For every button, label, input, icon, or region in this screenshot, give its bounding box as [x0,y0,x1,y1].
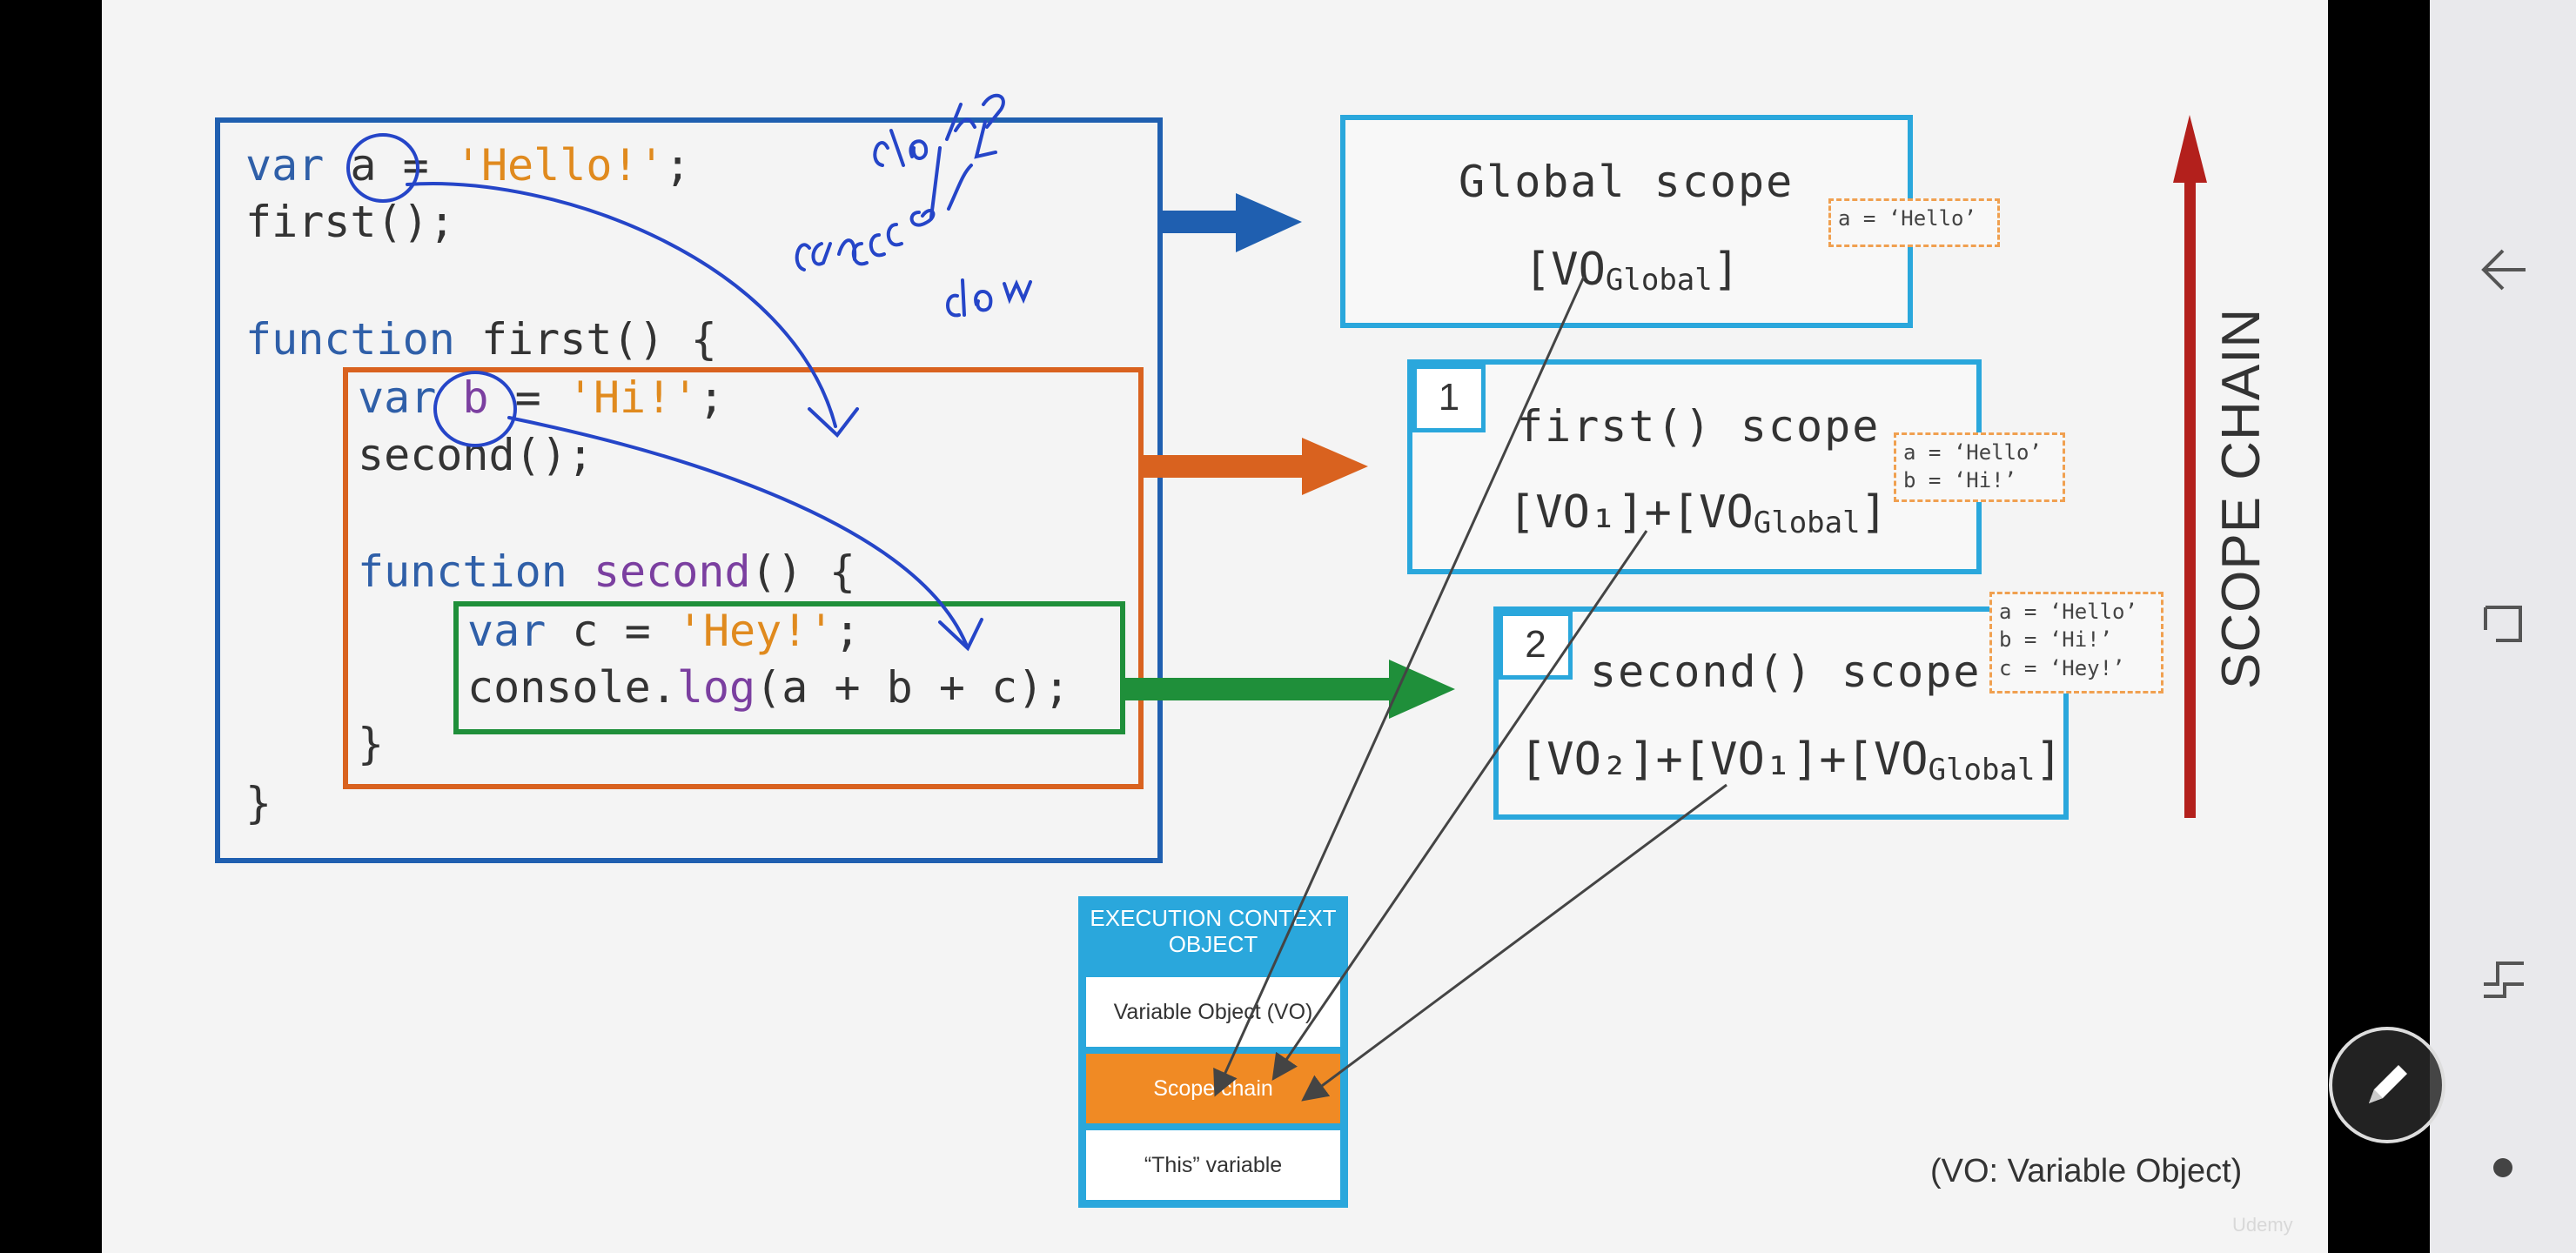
first-scope-arrow [1142,438,1368,495]
code-token: console. [467,662,677,713]
code-token: ; [834,606,861,656]
dot-icon[interactable] [2472,1136,2534,1199]
code-token: first(); [245,197,455,247]
scope-number-badge: 1 [1412,365,1486,432]
code-token: first() { [480,314,717,365]
pencil-icon[interactable] [2329,1027,2445,1143]
code-token: ; [698,372,725,423]
code-token: function [245,314,481,365]
code-line: var c = 'Hey!'; [467,609,861,653]
ec-variable-object: Variable Object (VO) [1086,977,1340,1047]
code-line: } [245,781,272,825]
code-line: function first() { [245,318,717,361]
second-vo: [VO₂]+[VO₁]+[VOGlobal] [1519,734,2063,787]
global-scope-arrow [1163,193,1302,252]
code-token: } [358,719,385,769]
code-line: function second() { [358,550,855,593]
code-line: var b = 'Hi!'; [358,376,724,419]
code-token: 'Hello!' [454,140,665,191]
second-scope-title: second() scope [1590,647,1982,697]
code-token: 'Hey!' [676,606,835,656]
code-token: function [358,546,594,597]
scope-chain-label: SCOPE CHAIN [2211,307,2271,689]
code-token: = [488,372,567,423]
code-token: } [245,778,272,828]
home-icon[interactable] [2472,944,2534,1007]
code-line: second(); [358,433,594,477]
global-scope-box: Global scope [VOGlobal] [1340,115,1913,328]
code-token: = [598,606,677,656]
code-line: } [358,722,384,766]
back-icon[interactable] [2472,238,2534,301]
code-token: log [676,662,756,713]
code-token: second [593,546,751,597]
ec-scope-chain: Scope chain [1086,1054,1340,1123]
global-code-box [215,117,1163,863]
code-line: first(); [245,200,455,244]
first-code-box [343,367,1144,789]
code-token: var [467,606,573,656]
first-scope-box: 1 first() scope [VO₁]+[VOGlobal] [1407,359,1982,574]
first-vars-note: a = ‘Hello’ b = ‘Hi!’ [1894,432,2065,502]
code-token: second(); [358,430,594,480]
code-line: var a = 'Hello!'; [245,144,691,187]
second-scope-box: 2 second() scope [VO₂]+[VO₁]+[VOGlobal] [1493,606,2069,820]
ec-this-variable: “This” variable [1086,1130,1340,1200]
code-line: console.log(a + b + c); [467,666,1070,709]
first-scope-title: first() scope [1517,401,1881,452]
code-token: c [572,606,599,656]
execution-context-object: EXECUTION CONTEXT OBJECT Variable Object… [1078,896,1348,1208]
vo-pointer-lines [1213,276,1727,1102]
scope-chain-arrow [2173,115,2207,818]
handwritten-annotation [346,93,1032,652]
code-token: 'Hi!' [567,372,699,423]
code-token: var [245,140,351,191]
second-scope-arrow [1124,660,1455,719]
code-token: b [462,372,489,423]
first-vo: [VO₁]+[VOGlobal] [1508,486,1888,540]
second-code-box [453,601,1125,734]
second-vars-note: a = ‘Hello’ b = ‘Hi!’ c = ‘Hey!’ [1989,592,2163,694]
code-token: () { [750,546,855,597]
recents-icon[interactable] [2472,592,2534,654]
global-vo: [VOGlobal] [1524,244,1741,298]
global-scope-title: Global scope [1459,157,1794,207]
vo-legend: (VO: Variable Object) [1930,1153,2243,1189]
global-vars-note: a = ‘Hello’ [1828,198,2000,247]
scope-number-badge: 2 [1499,612,1573,680]
android-nav-bar [2430,0,2576,1253]
code-token: (a + b + c); [755,662,1070,713]
code-token: ; [664,140,691,191]
code-token: var [358,372,463,423]
udemy-watermark: Udemy [2232,1214,2293,1236]
